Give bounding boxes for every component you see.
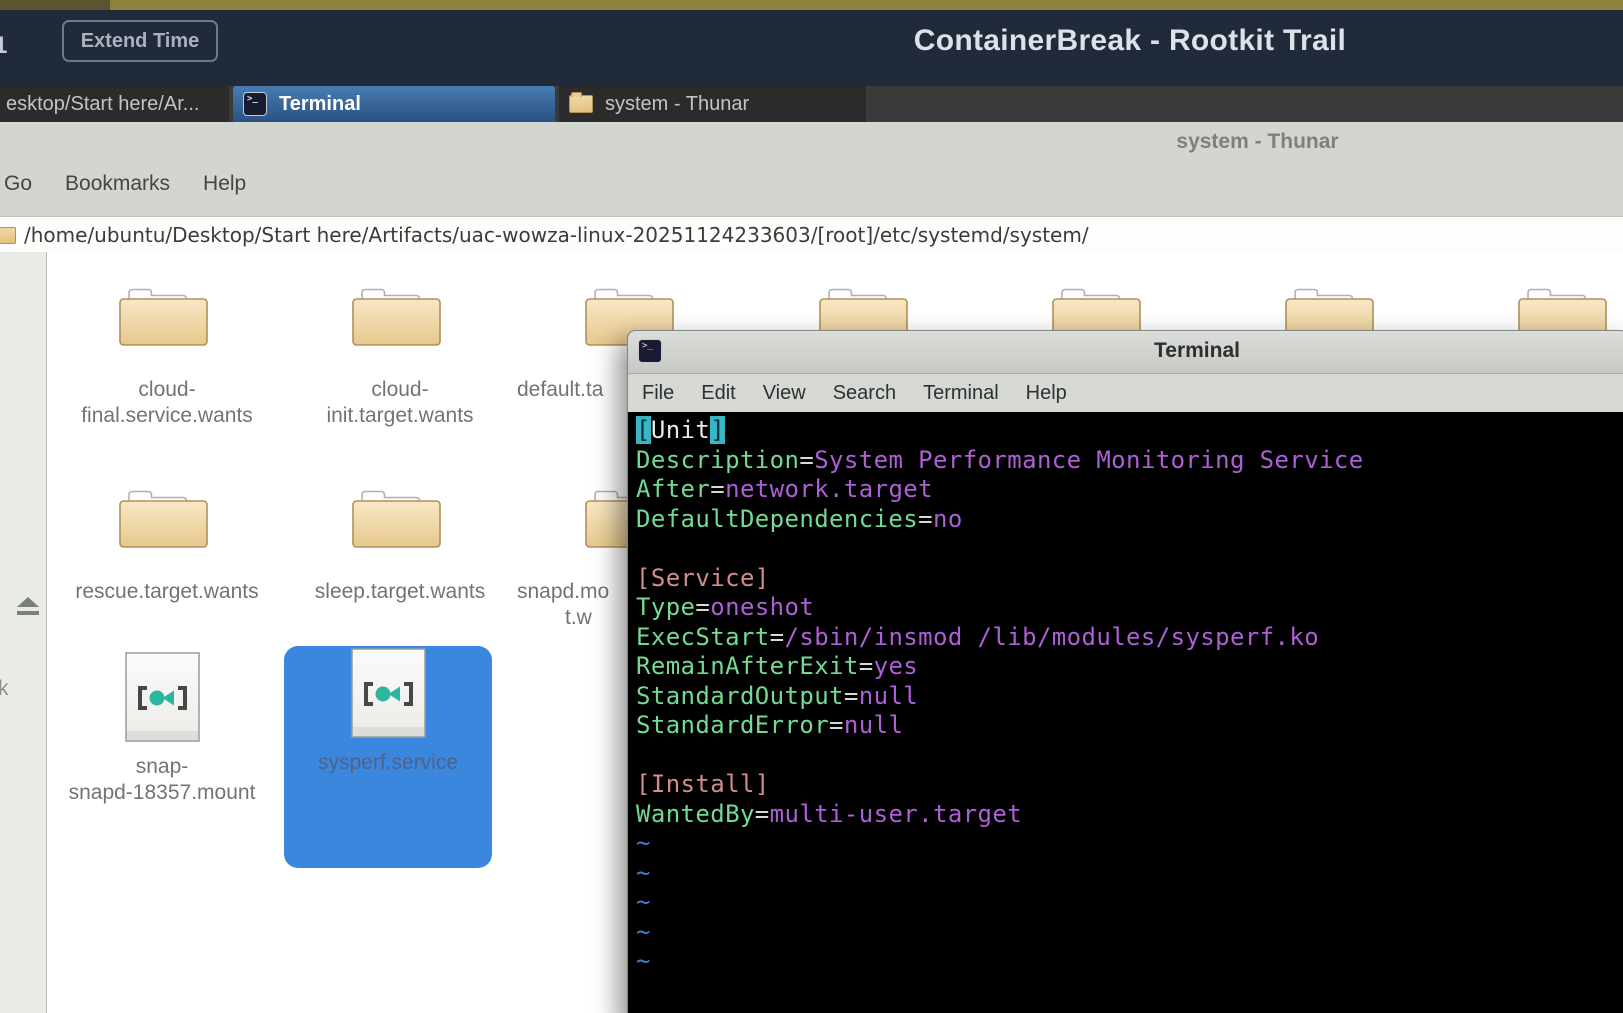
terminal-menu-edit[interactable]: Edit	[701, 381, 736, 404]
terminal-line	[636, 741, 1623, 771]
icon-label[interactable]: rescue.target.wants	[75, 580, 259, 603]
window-taskbar: esktop/Start here/Ar... Terminal system - …	[0, 86, 1623, 122]
eject-icon[interactable]	[17, 597, 39, 607]
terminal-menu-terminal[interactable]: Terminal	[923, 381, 999, 404]
terminal-icon	[243, 92, 267, 116]
challenge-title: ContainerBreak - Rootkit Trail	[913, 24, 1347, 57]
taskbar-tab-system-thunar[interactable]: system - Thunar	[559, 86, 866, 122]
terminal-menu-search[interactable]: Search	[832, 381, 897, 404]
icons-layer: cloud-final.service.wants cloud-init.targ…	[0, 252, 1623, 1013]
taskbar-tab-terminal[interactable]: Terminal	[233, 86, 555, 122]
file-item[interactable]	[351, 648, 426, 738]
thunar-menubar: Go Bookmarks Help	[4, 172, 246, 196]
terminal-line: RemainAfterExit=yes	[636, 652, 919, 680]
folder-item[interactable]	[117, 285, 217, 347]
icon-label[interactable]: sysperf.service	[317, 751, 459, 774]
terminal-menu-help[interactable]: Help	[1025, 381, 1067, 404]
terminal-line: ExecStart=/sbin/insmod /lib/modules/sysp…	[636, 622, 1320, 651]
file-item[interactable]	[125, 652, 200, 742]
terminal-line: StandardError=null	[636, 711, 904, 739]
icon-label[interactable]: final.service.wants	[81, 404, 253, 427]
terminal-menu-view[interactable]: View	[762, 381, 806, 404]
taskbar-tab-esktop-start-here-ar-[interactable]: esktop/Start here/Ar...	[0, 86, 229, 122]
icon-label[interactable]: cloud-	[371, 378, 429, 401]
challenge-header-bar: 1 Extend Time ContainerBreak - Rootkit T…	[0, 10, 1623, 86]
terminal-line: [Unit]	[636, 416, 726, 444]
taskbar-tab-label: system - Thunar	[605, 92, 750, 115]
terminal-line: ~	[636, 917, 651, 946]
path-folder-icon	[0, 226, 16, 244]
terminal-line: ~	[636, 858, 651, 887]
terminal-line	[636, 534, 1623, 564]
terminal-line: [Install]	[636, 770, 770, 798]
terminal-line: After=network.target	[636, 475, 933, 503]
thunar-side-pane: k	[0, 252, 47, 1013]
taskbar-tab-label: esktop/Start here/Ar...	[6, 92, 200, 115]
address-path: /home/ubuntu/Desktop/Start here/Artifact…	[24, 223, 1089, 247]
folder-item[interactable]	[350, 487, 450, 549]
terminal-window-title: Terminal	[1154, 339, 1240, 362]
icon-label[interactable]: snapd-18357.mount	[68, 781, 256, 804]
terminal-menu-file[interactable]: File	[642, 381, 675, 404]
terminal-app-icon	[638, 339, 662, 363]
terminal-menubar: File Edit View Search Terminal Help	[628, 374, 1623, 412]
terminal-screen[interactable]: [Unit]Description=System Performance Mon…	[628, 412, 1623, 1013]
thunar-menu-go[interactable]: Go	[4, 172, 33, 195]
thunar-window-title: system - Thunar	[1176, 130, 1339, 153]
terminal-line: Description=System Performance Monitorin…	[636, 445, 1364, 474]
icon-label[interactable]: snap-	[135, 755, 189, 778]
sidebar-label-fragment: k	[0, 677, 9, 700]
icon-label[interactable]: default.ta	[517, 378, 604, 401]
icon-label[interactable]: sleep.target.wants	[314, 580, 486, 603]
extend-time-button[interactable]: Extend Time	[62, 20, 218, 62]
icon-label[interactable]: cloud-	[138, 378, 196, 401]
timer-progress-bar	[0, 0, 1623, 10]
terminal-line: Type=oneshot	[636, 593, 815, 621]
terminal-line: StandardOutput=null	[636, 681, 919, 710]
terminal-line: WantedBy=multi-user.target	[636, 799, 1023, 828]
terminal-line: DefaultDependencies=no	[636, 504, 963, 533]
eject-icon-bar	[17, 611, 39, 615]
terminal-titlebar[interactable]: Terminal	[628, 331, 1623, 374]
icon-label[interactable]: init.target.wants	[326, 404, 474, 427]
timer-fragment: 1	[0, 32, 8, 59]
thunar-menu-help[interactable]: Help	[203, 172, 247, 195]
terminal-line: ~	[636, 888, 651, 916]
terminal-window: Terminal FileEditViewSearchTerminalHelp …	[627, 330, 1623, 1013]
terminal-line: ~	[636, 829, 651, 857]
taskbar-tab-label: Terminal	[279, 92, 361, 115]
thunar-menu-bookmarks[interactable]: Bookmarks	[65, 172, 171, 195]
terminal-line: [Service]	[636, 563, 770, 592]
folder-icon	[569, 92, 593, 113]
thunar-pathbar[interactable]: /home/ubuntu/Desktop/Start here/Artifact…	[0, 216, 1623, 254]
folder-item[interactable]	[350, 285, 450, 347]
terminal-line: ~	[636, 947, 651, 975]
timer-progress-elapsed	[0, 0, 110, 10]
folder-item[interactable]	[117, 487, 217, 549]
icon-label[interactable]: t.w	[565, 606, 592, 629]
icon-label[interactable]: snapd.mo	[517, 580, 610, 603]
